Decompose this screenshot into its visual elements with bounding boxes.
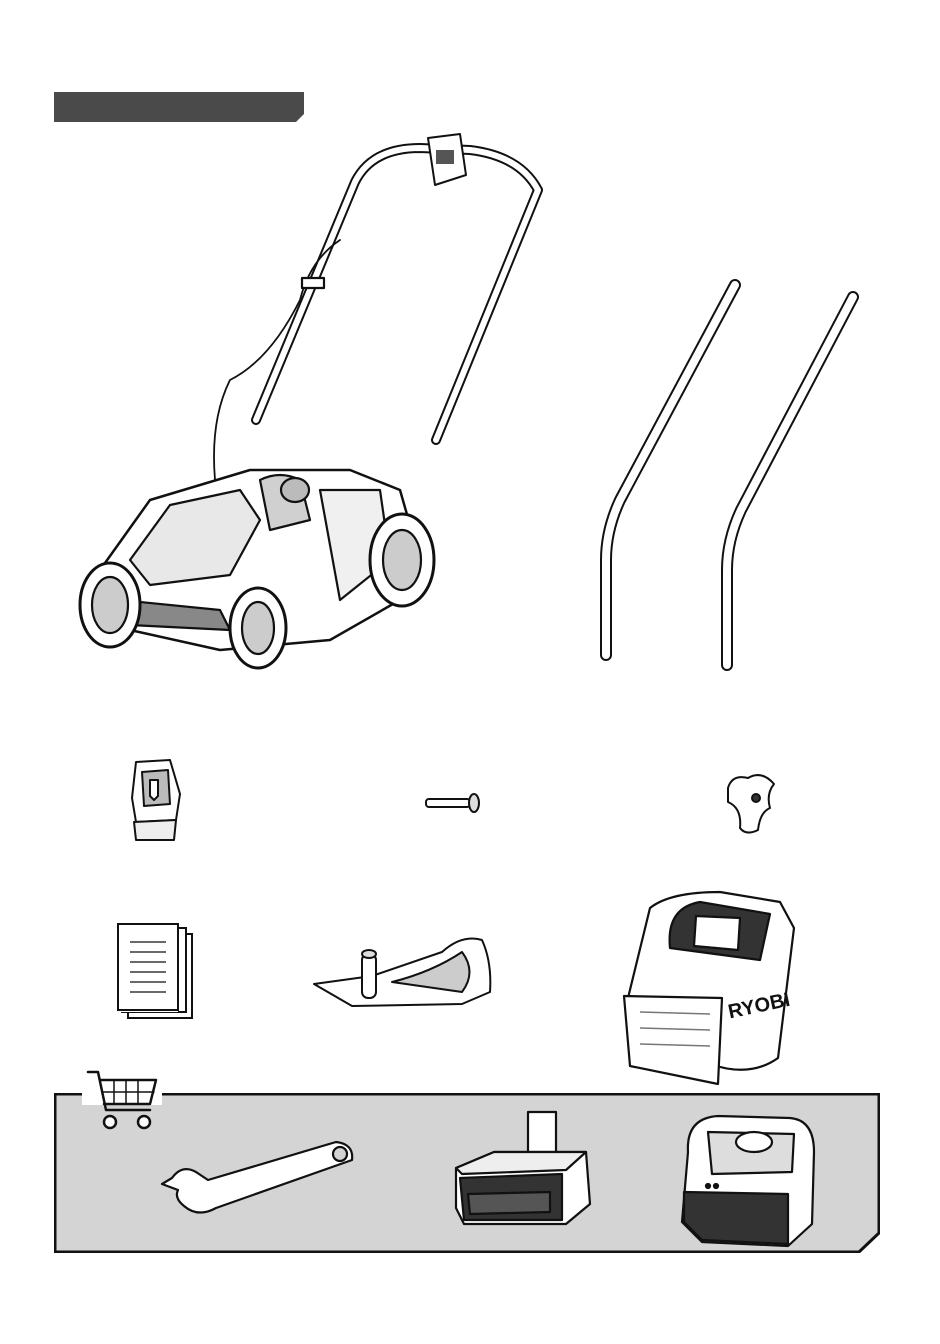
knob-icon	[722, 768, 782, 840]
lower-handle-right	[716, 292, 866, 672]
manual-document-icon	[116, 922, 198, 1022]
grass-bag-icon: RYOBI	[610, 888, 796, 1084]
shopping-cart-icon	[84, 1066, 164, 1136]
safety-key-icon	[128, 758, 188, 842]
wrench-icon	[156, 1138, 356, 1220]
lawn-mower-with-handle-icon	[70, 128, 450, 673]
pin-icon	[424, 792, 484, 816]
section-banner	[54, 92, 304, 122]
battery-pack-icon	[454, 1108, 594, 1228]
mulching-plug-icon	[312, 932, 502, 1014]
battery-charger-icon	[678, 1112, 820, 1248]
